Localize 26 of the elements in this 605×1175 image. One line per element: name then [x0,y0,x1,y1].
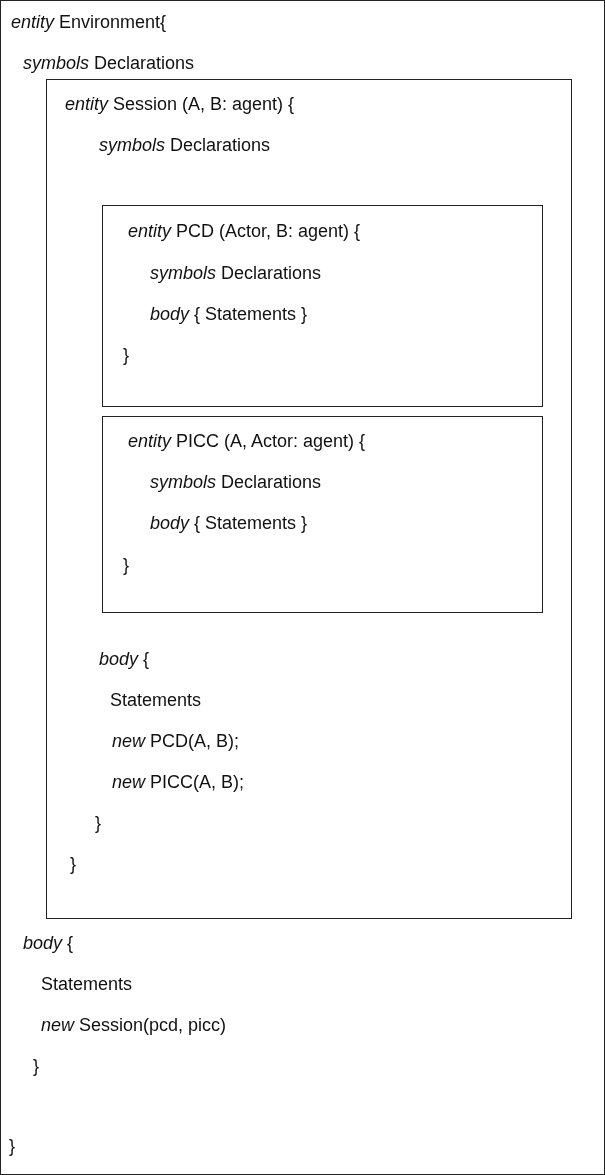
code-line: new PCD(A, B); [112,730,240,752]
code-line: } [95,812,101,834]
code-line: body { [99,648,150,670]
code-line: } [70,853,76,875]
code-line: } [9,1135,15,1157]
code-line: entity Environment{ [11,11,167,33]
code-line: symbols Declarations [150,262,322,284]
code-line: body { Statements } [150,512,308,534]
code-line: } [123,344,129,366]
code-line: Statements [41,973,133,995]
code-line: new Session(pcd, picc) [41,1014,227,1036]
code-block-box [46,79,572,919]
code-line: entity PCD (Actor, B: agent) { [128,220,361,242]
code-line: body { [23,932,74,954]
code-line: Statements [110,689,202,711]
code-line: symbols Declarations [99,134,271,156]
code-block-box [102,205,543,407]
code-line: symbols Declarations [150,471,322,493]
code-line: entity PICC (A, Actor: agent) { [128,430,366,452]
code-line: } [123,554,129,576]
code-line: entity Session (A, B: agent) { [65,93,295,115]
code-line: new PICC(A, B); [112,771,245,793]
code-line: body { Statements } [150,303,308,325]
code-line: symbols Declarations [23,52,195,74]
code-line: } [33,1055,39,1077]
code-block-box [102,416,543,613]
